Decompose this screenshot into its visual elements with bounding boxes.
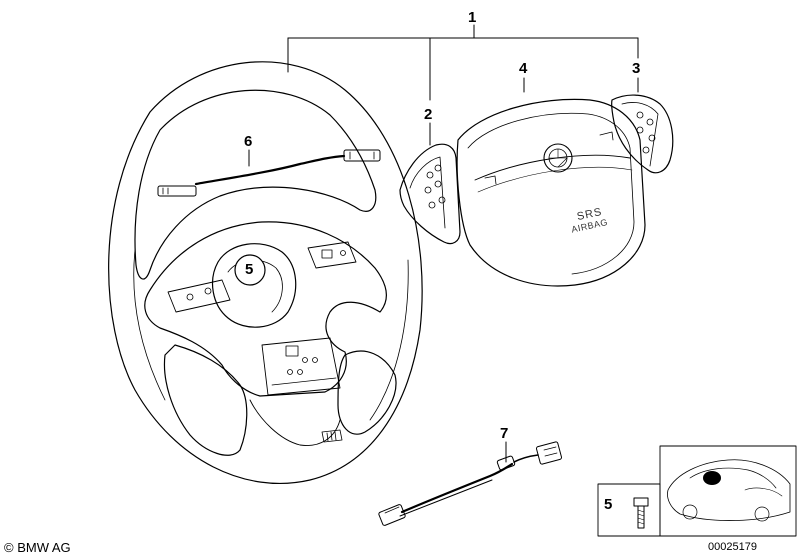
drawing-number: 00025179 [708, 541, 757, 553]
callout-6: 6 [244, 133, 253, 150]
wiring-harness-6 [157, 149, 381, 197]
bmw-roundel-icon [543, 143, 573, 173]
right-switch-3 [611, 94, 674, 174]
callout-1: 1 [468, 9, 477, 26]
callout-circle-5 [234, 254, 266, 286]
steering-wheel [108, 61, 423, 484]
inset-car-box [659, 445, 797, 537]
callout-2: 2 [424, 106, 433, 123]
callout-5-inset: 5 [604, 496, 613, 513]
m-badge [321, 429, 343, 443]
callout-3: 3 [632, 60, 641, 77]
left-switch-2 [399, 143, 461, 245]
cable-7 [378, 441, 563, 526]
callout-7: 7 [500, 425, 509, 442]
leader-lines [248, 24, 639, 463]
callout-4: 4 [519, 60, 528, 77]
copyright-text: © BMW AG [4, 540, 71, 555]
airbag-module-4 [456, 98, 646, 287]
callout-5-wheel: 5 [245, 261, 254, 278]
